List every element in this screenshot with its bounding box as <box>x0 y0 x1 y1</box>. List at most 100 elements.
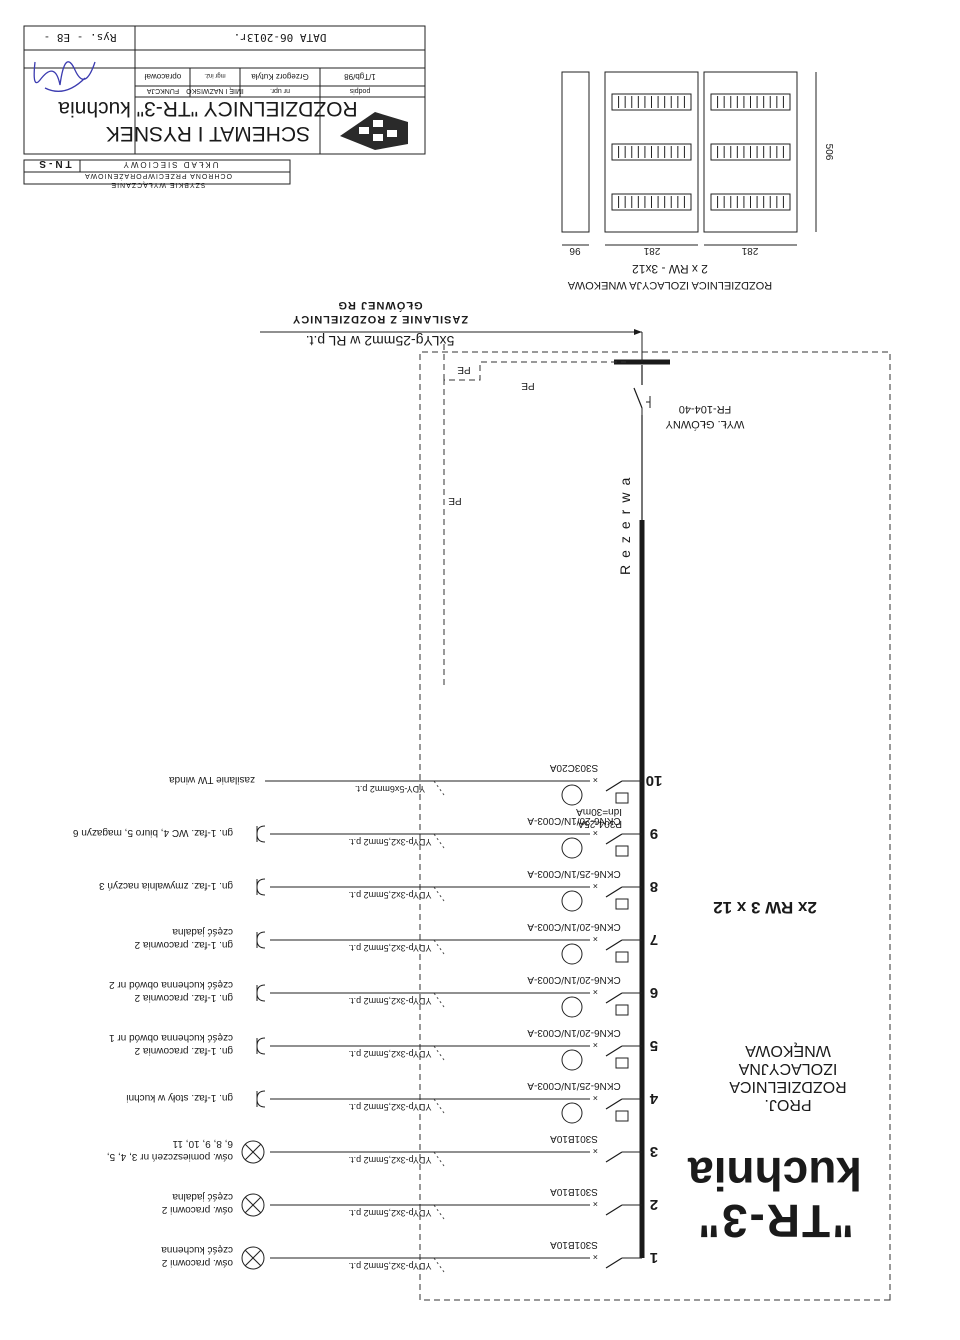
circuit-2-lamp-icon <box>241 1193 265 1217</box>
circuit-4-breaker-contact <box>605 1098 623 1110</box>
title-line-2: ROZDZIELNICY "TR-3" kuchnia <box>58 97 358 120</box>
circuit-9-rcd-coil <box>561 837 583 859</box>
din-rail-rows <box>611 93 791 211</box>
company-logo <box>340 112 408 150</box>
circuit-5-pe-tap <box>433 1045 445 1061</box>
circuit-1-pe-tap <box>433 1257 445 1273</box>
proj-line-3: IZOLACYJNA <box>738 1060 837 1077</box>
circuit-3-number: 3 <box>650 1143 658 1160</box>
protection-value: SZYBKIE WYŁĄCZANIE <box>110 181 205 188</box>
circuit-6-cable: YDYp-3x2,5mm2 p.t. <box>349 996 432 1006</box>
circuit-3-device: S301B10A <box>550 1133 598 1144</box>
circuit-5-rcd-box <box>615 1057 629 1069</box>
din-rail-row <box>611 193 692 211</box>
circuit-8-device: CKN6-25/1N/C003-A <box>527 868 621 879</box>
circuit-6-device: CKN6-20/1N/C003-A <box>527 974 621 985</box>
circuit-6-rcd-coil <box>561 996 583 1018</box>
column-signature: podpis <box>349 87 370 94</box>
circuit-10-breaker-contact <box>605 780 623 792</box>
circuit-6-description-2: część kuchenna obwód nr 2 <box>109 979 233 990</box>
circuit-4-pe-tap <box>433 1098 445 1114</box>
circuit-9-pe-tap <box>433 833 445 849</box>
circuit-8-rcd-box <box>615 898 629 910</box>
pe-label-supply: PE <box>457 364 471 375</box>
circuit-4-cable: YDYp-3x2,5mm2 p.t. <box>349 1102 432 1112</box>
proj-line-4: WNĘKOWA <box>745 1042 831 1059</box>
circuit-6-rcd-box <box>615 1004 629 1016</box>
circuit-7-description-2: część jadalna <box>172 926 233 937</box>
circuit-1-number: 1 <box>650 1249 658 1266</box>
author-name: Grzegorz Kutyła <box>251 72 309 81</box>
circuit-9-device: CKN6-20/1N/C003-A <box>527 815 621 826</box>
circuit-7-rcd-box <box>615 951 629 963</box>
enclosure-width-1: 281 <box>741 245 758 256</box>
circuit-2-description: ośw. pracowni 2 <box>161 1204 233 1215</box>
circuit-6-socket-icon <box>256 984 266 1002</box>
proj-size: 2x RW 3 x 12 <box>713 898 817 917</box>
circuit-7-description: gn. 1-faz. pracownia 2 <box>134 939 233 950</box>
circuit-8-breaker-contact <box>605 886 623 898</box>
circuit-10-cable: YDY-5x6mm2 p.t. <box>355 784 425 794</box>
circuit-9-breaker-x: × <box>593 828 598 838</box>
pe-conductor <box>443 361 626 685</box>
circuit-1-breaker-x: × <box>593 1252 598 1262</box>
board-title: "TR-3" <box>696 1195 854 1247</box>
enclosure-sketch: ROZDZIELNICA IZOLACYJA WNEKOWA 2 x RW - … <box>561 71 834 291</box>
din-rail-row <box>611 93 692 111</box>
protection-label: OCHRONA PRZECIWPORAŻENIOWA <box>84 172 232 181</box>
circuit-4-socket-icon <box>256 1090 266 1108</box>
circuit-3-lamp-icon-stroke <box>244 1143 262 1161</box>
din-rail-row <box>710 93 791 111</box>
circuit-10-rcd-type: P304-25A <box>577 818 622 829</box>
circuit-7-cable: YDYp-3x2,5mm2 p.t. <box>349 943 432 953</box>
circuit-4-breaker-x: × <box>593 1093 598 1103</box>
circuit-3-lamp-icon <box>241 1140 265 1164</box>
main-switch-contact <box>633 387 643 409</box>
enclosure-front-left <box>703 71 798 233</box>
circuit-7-number: 7 <box>650 931 658 948</box>
circuit-7-rcd-coil <box>561 943 583 965</box>
author-license: 1/Tgb/98 <box>344 72 376 81</box>
column-license: nr upr. <box>270 87 290 94</box>
circuit-8-number: 8 <box>650 878 658 895</box>
circuit-6-breaker-x: × <box>593 987 598 997</box>
main-switch-type: FR-104-40 <box>679 403 732 415</box>
enclosure-depth: 96 <box>569 245 581 256</box>
circuit-7-socket-icon <box>256 931 266 949</box>
circuit-8-breaker-x: × <box>593 881 598 891</box>
circuit-1-lamp-icon-stroke <box>244 1249 262 1267</box>
supply-source-2: GŁÓWNEJ RG <box>337 299 422 312</box>
circuit-8-cable: YDYp-3x2,5mm2 p.t. <box>349 890 432 900</box>
circuit-10-pe-tap <box>433 780 445 796</box>
circuit-9-socket-icon <box>256 825 266 843</box>
circuit-1-lamp-icon <box>241 1246 265 1270</box>
circuit-5-rcd-coil <box>561 1049 583 1071</box>
supply-cable: 5xLYg-25mm2 w RL p.t. <box>306 333 455 349</box>
circuit-9-cable: YDYp-3x2,5mm2 p.t. <box>349 837 432 847</box>
circuit-10-rcd-box <box>615 792 629 804</box>
drawing-date: DATA 06-2013r. <box>234 31 327 44</box>
circuit-2-lamp-icon-stroke <box>244 1196 262 1214</box>
circuit-1-device: S301B10A <box>550 1239 598 1250</box>
proj-line-2: ROZDZIELNICA <box>729 1078 847 1095</box>
circuit-1-cable: YDYp-3x2,5mm2 p.t. <box>349 1261 432 1271</box>
din-rail-row <box>611 143 692 161</box>
proj-line-1: PROJ. <box>764 1096 811 1113</box>
circuit-5-cable: YDYp-3x2,5mm2 p.t. <box>349 1049 432 1059</box>
circuit-2-pe-tap <box>433 1204 445 1220</box>
circuit-5-breaker-contact <box>605 1045 623 1057</box>
circuit-2-breaker-contact <box>605 1204 623 1216</box>
enclosure-size: 2 x RW - 3x12 <box>632 262 708 276</box>
circuit-5-number: 5 <box>650 1037 658 1054</box>
enclosure-side-view <box>561 71 590 233</box>
circuit-10-rcd-coil <box>561 784 583 806</box>
network-system-label: UKŁAD SIECIOWY <box>122 160 219 169</box>
column-function: FUNKCJA <box>147 87 180 94</box>
circuit-9-rcd-box <box>615 845 629 857</box>
circuit-7-device: CKN6-20/1N/C003-A <box>527 921 621 932</box>
